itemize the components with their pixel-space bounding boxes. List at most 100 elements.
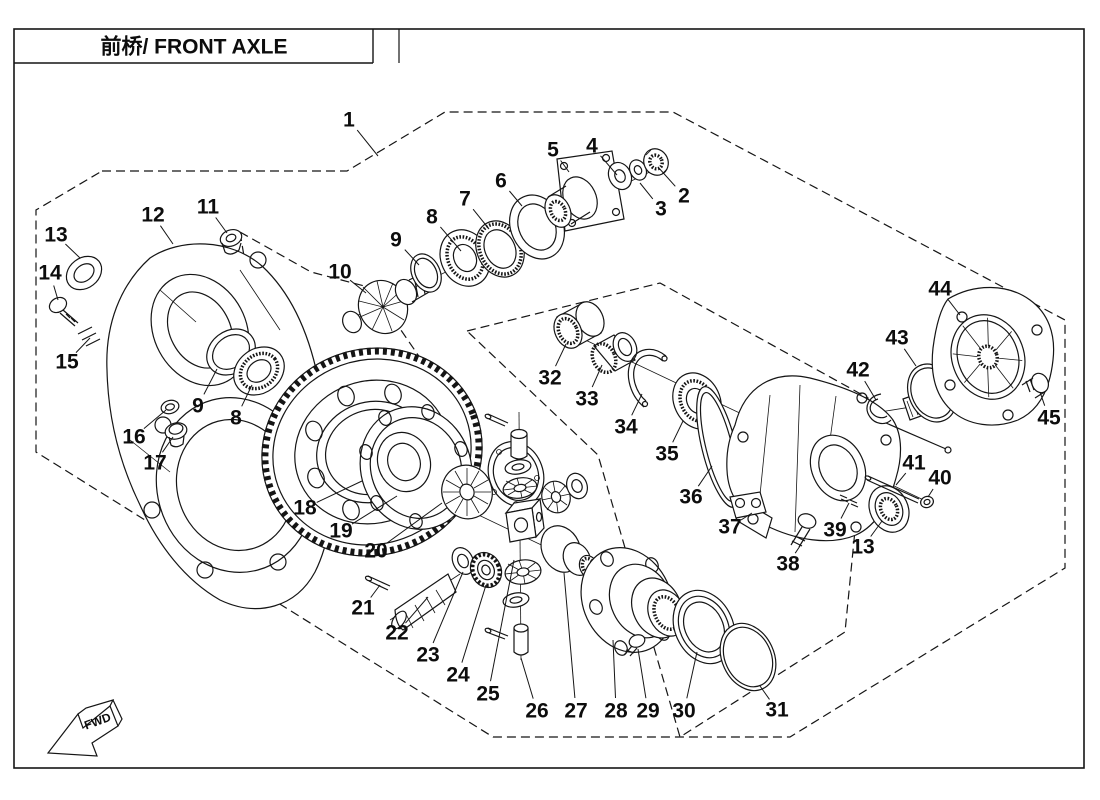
callout-36: 36	[679, 486, 702, 509]
callout-22: 22	[385, 622, 408, 645]
leader-line-30	[686, 651, 698, 699]
part-29-bolt	[623, 634, 646, 657]
leader-line-15	[75, 337, 91, 353]
callout-30: 30	[672, 700, 695, 723]
callout-16: 16	[122, 426, 145, 449]
callout-39: 39	[823, 519, 846, 542]
part-30-seal	[672, 589, 736, 665]
callout-28: 28	[604, 700, 628, 723]
callout-45: 45	[1037, 407, 1061, 430]
callout-15: 15	[55, 351, 79, 374]
part-28-hub	[580, 547, 687, 656]
part-20-side-gear	[441, 464, 493, 520]
part-24-gear	[469, 551, 503, 589]
part-17-drain-plug	[164, 422, 188, 448]
part-11-breather	[219, 228, 243, 255]
callout-31: 31	[765, 699, 789, 722]
callout-27: 27	[564, 700, 587, 723]
leader-line-10	[349, 279, 367, 294]
part-25-cross-case	[504, 497, 545, 543]
callout-33: 33	[575, 388, 598, 411]
leader-line-12	[159, 225, 174, 245]
leader-line-40	[927, 488, 934, 498]
callout-7: 7	[459, 188, 471, 211]
part-23-washer	[451, 547, 475, 575]
page-title: 前桥/ FRONT AXLE	[100, 35, 287, 59]
leader-line-29	[637, 648, 647, 699]
leader-line-23	[432, 571, 464, 644]
part-13-seal-right	[868, 485, 910, 533]
leader-line-8	[440, 226, 462, 252]
leader-line-38	[794, 545, 801, 554]
callout-29: 29	[636, 700, 659, 723]
part-39-pin	[839, 494, 859, 508]
callout-6: 6	[495, 170, 507, 193]
part-9-shim-top	[410, 253, 442, 293]
callout-23: 23	[416, 644, 439, 667]
leader-line-14	[53, 285, 59, 301]
cross-sleeve-upper	[510, 428, 528, 460]
callout-35: 35	[655, 443, 679, 466]
leader-line-21	[370, 584, 381, 598]
assembly-boundary-differential	[465, 282, 869, 738]
leader-line-7	[472, 208, 490, 230]
cross-pin-lower	[484, 627, 509, 640]
leader-line-1	[356, 129, 379, 157]
part-27-coupling	[540, 525, 600, 580]
thrust-washer-upper	[504, 459, 532, 475]
part-5-bearing-flange	[544, 150, 625, 232]
leader-line-32	[555, 343, 567, 367]
part-38-bolt	[790, 513, 817, 548]
part-41-rod	[864, 475, 920, 504]
leader-line-2	[657, 166, 676, 187]
leader-line-22	[405, 596, 429, 624]
part-22-worm-shaft	[391, 573, 457, 631]
callout-24: 24	[446, 664, 470, 687]
leader-line-33	[591, 364, 603, 388]
leader-line-25	[490, 559, 515, 682]
part-42-fork-spring	[866, 393, 952, 454]
part-32-splined-sleeve	[553, 301, 605, 349]
callout-26: 26	[525, 700, 548, 723]
callout-9: 9	[192, 395, 204, 418]
callout-19: 19	[329, 520, 352, 543]
leader-line-3	[639, 182, 654, 200]
leader-line-11	[215, 217, 228, 234]
callout-9: 9	[390, 229, 402, 252]
cross-pin-upper	[484, 413, 509, 427]
leader-line-13	[65, 243, 81, 259]
callout-18: 18	[293, 497, 317, 520]
leader-line-45	[1039, 391, 1046, 406]
leader-line-35	[672, 420, 684, 443]
part-31-o-ring	[719, 622, 777, 692]
callout-41: 41	[902, 452, 926, 475]
callout-3: 3	[655, 198, 667, 221]
callout-25: 25	[476, 683, 500, 706]
leader-line-24	[461, 584, 487, 663]
part-13-seal-left	[65, 255, 103, 291]
leader-line-31	[759, 685, 770, 700]
assembly-boundary-main	[35, 111, 1066, 738]
leader-line-9	[203, 368, 218, 395]
leader-line-36	[697, 465, 713, 487]
callout-37: 37	[718, 516, 741, 539]
leader-line-43	[903, 348, 917, 367]
part-33-splined-sleeve	[590, 332, 638, 375]
leader-line-8	[241, 384, 253, 407]
part-15-spring-washer	[77, 326, 101, 347]
leader-line-17	[161, 436, 174, 453]
callout-13: 13	[851, 536, 874, 559]
part-44-actuator-cover	[931, 286, 1055, 426]
part-21-pin	[364, 575, 391, 591]
leader-line-13	[870, 520, 883, 537]
callout-13: 13	[44, 224, 67, 247]
spider-gear-lower	[504, 559, 542, 585]
thrust-washer-right	[566, 472, 588, 500]
leader-line-44	[947, 298, 961, 316]
callout-12: 12	[141, 204, 164, 227]
callout-8: 8	[426, 206, 438, 229]
callout-32: 32	[538, 367, 561, 390]
callout-17: 17	[143, 452, 166, 475]
callout-34: 34	[614, 416, 638, 439]
